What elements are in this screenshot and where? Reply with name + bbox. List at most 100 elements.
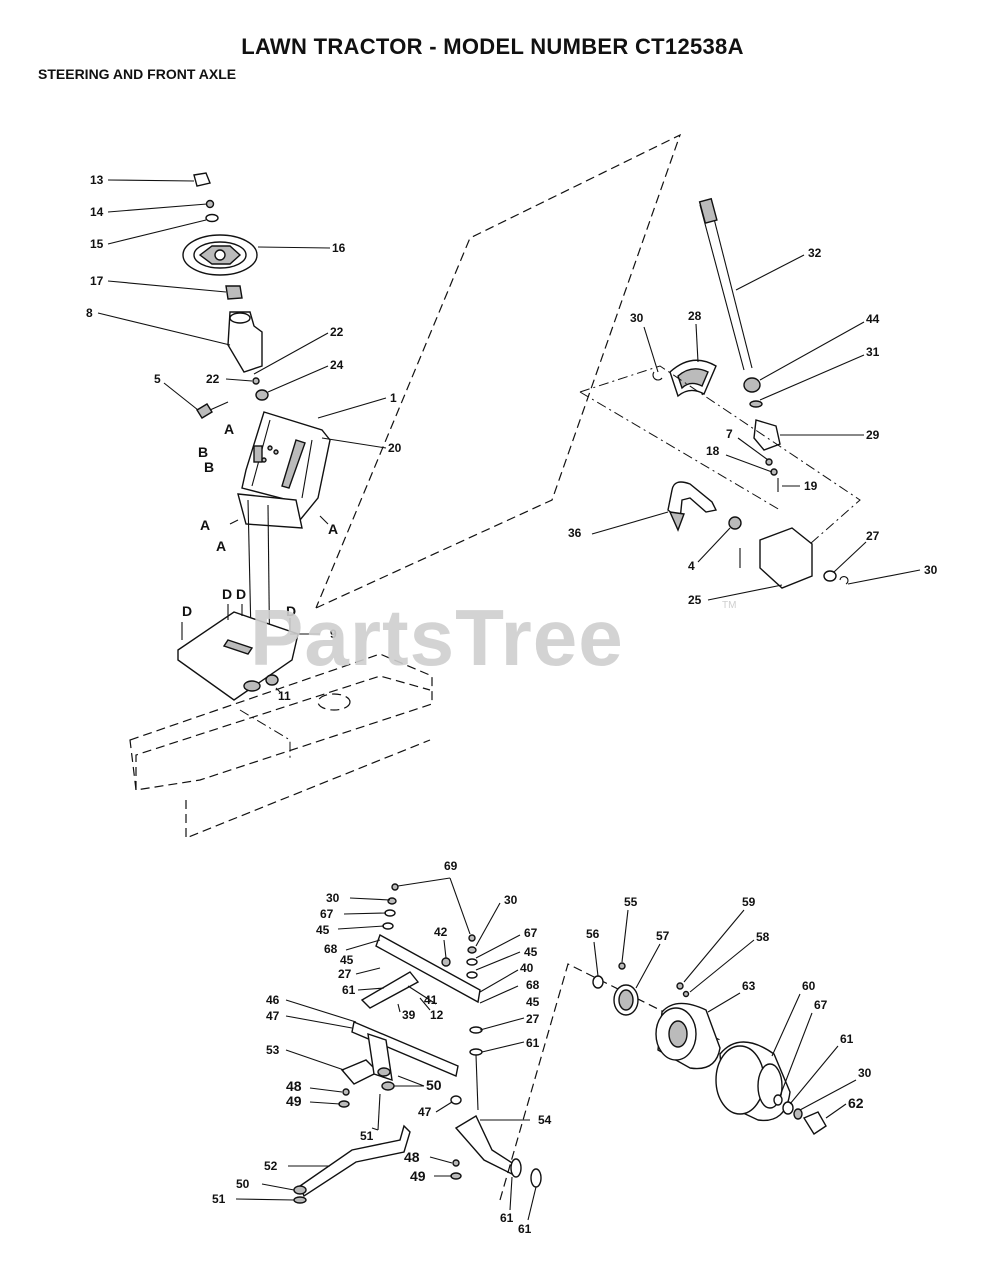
steering-column-8 (227, 311, 263, 373)
washer-61c (510, 1158, 522, 1178)
bracket-25 (759, 527, 813, 589)
label-69: 69 (444, 859, 458, 873)
washer-27 (823, 570, 837, 582)
dash-connector (315, 133, 682, 609)
label-51a: 51 (360, 1129, 374, 1143)
label-40: 40 (520, 961, 534, 975)
ref-a2: A (200, 517, 210, 533)
label-19: 19 (804, 479, 818, 493)
washer-61d (530, 1168, 542, 1188)
label-47b: 47 (418, 1105, 432, 1119)
label-63: 63 (742, 979, 756, 993)
label-67c: 67 (814, 998, 828, 1012)
label-5: 5 (154, 372, 161, 386)
label-28: 28 (688, 309, 702, 323)
label-62: 62 (848, 1095, 864, 1111)
ref-d3: D (236, 586, 246, 602)
label-49a: 49 (286, 1093, 302, 1109)
label-46: 46 (266, 993, 280, 1007)
label-27a: 27 (338, 967, 352, 981)
pinion-29 (753, 419, 781, 451)
bushing-22 (252, 377, 260, 385)
label-29: 29 (866, 428, 880, 442)
label-60: 60 (802, 979, 816, 993)
tire-60 (715, 1041, 791, 1122)
label-50b: 50 (236, 1177, 250, 1191)
leader-lines (97, 179, 921, 1221)
label-11: 11 (278, 689, 291, 703)
watermark: PartsTree (250, 593, 624, 682)
label-61e: 61 (840, 1032, 854, 1046)
label-42: 42 (434, 925, 448, 939)
page-subtitle: STEERING AND FRONT AXLE (38, 66, 237, 82)
label-31: 31 (866, 345, 880, 359)
label-30e: 30 (858, 1066, 872, 1080)
ref-a3: A (216, 538, 226, 554)
label-53: 53 (266, 1043, 280, 1057)
label-48b: 48 (404, 1149, 420, 1165)
label-41: 41 (424, 993, 438, 1007)
label-68a: 68 (324, 942, 338, 956)
label-13: 13 (90, 173, 104, 187)
label-68b: 68 (526, 978, 540, 992)
gear-44 (743, 377, 761, 393)
label-45d: 45 (526, 995, 540, 1009)
label-32: 32 (808, 246, 822, 260)
label-48a: 48 (286, 1078, 302, 1094)
label-45b: 45 (340, 953, 354, 967)
label-30b: 30 (924, 563, 938, 577)
bushing-24 (255, 389, 269, 401)
label-8: 8 (86, 306, 93, 320)
washer-31 (749, 400, 763, 408)
label-27b: 27 (526, 1012, 540, 1026)
washer-15 (205, 213, 219, 223)
nut-14 (205, 199, 215, 209)
label-14: 14 (90, 205, 104, 219)
clip-30a (652, 371, 663, 381)
label-51b: 51 (212, 1192, 226, 1206)
label-52: 52 (264, 1159, 278, 1173)
label-7: 7 (726, 427, 733, 441)
ref-d2: D (222, 586, 232, 602)
bushing-4 (728, 516, 742, 530)
label-45a: 45 (316, 923, 330, 937)
right-stack (466, 934, 478, 979)
label-22a: 22 (330, 325, 344, 339)
ref-a4: A (328, 521, 338, 537)
label-61d: 61 (518, 1222, 532, 1236)
ref-a1: A (224, 421, 234, 437)
label-58: 58 (756, 930, 770, 944)
label-67a: 67 (320, 907, 334, 921)
label-47a: 47 (266, 1009, 280, 1023)
hub-63 (655, 1002, 721, 1070)
ref-d1: D (182, 603, 192, 619)
part-labels: 13 14 15 16 17 8 22 22 24 5 1 20 A B B A… (86, 173, 938, 1236)
label-45c: 45 (524, 945, 538, 959)
left-stack (382, 883, 399, 930)
label-61c: 61 (500, 1211, 514, 1225)
front-axle-assembly (293, 883, 827, 1204)
watermark-trademark: TM (722, 600, 737, 611)
label-25: 25 (688, 593, 702, 607)
steering-column-assembly (129, 172, 433, 839)
label-16: 16 (332, 241, 346, 255)
drag-link (299, 1124, 411, 1198)
tie-rod (351, 1021, 459, 1077)
ref-d4: D (286, 603, 296, 619)
label-49b: 49 (410, 1168, 426, 1184)
axle-beam (375, 933, 481, 1004)
bolt-5 (196, 403, 213, 419)
label-30c: 30 (326, 891, 340, 905)
label-12: 12 (430, 1008, 444, 1022)
wheel-adapter (225, 285, 243, 300)
steering-cap (193, 172, 211, 187)
cap-62 (802, 1111, 827, 1135)
clip-30b (839, 576, 849, 585)
label-67b: 67 (524, 926, 538, 940)
label-27: 27 (866, 529, 880, 543)
cap-56 (592, 975, 604, 989)
spindle-bolt (360, 971, 420, 1009)
label-4: 4 (688, 559, 695, 573)
ref-b2: B (204, 459, 214, 475)
